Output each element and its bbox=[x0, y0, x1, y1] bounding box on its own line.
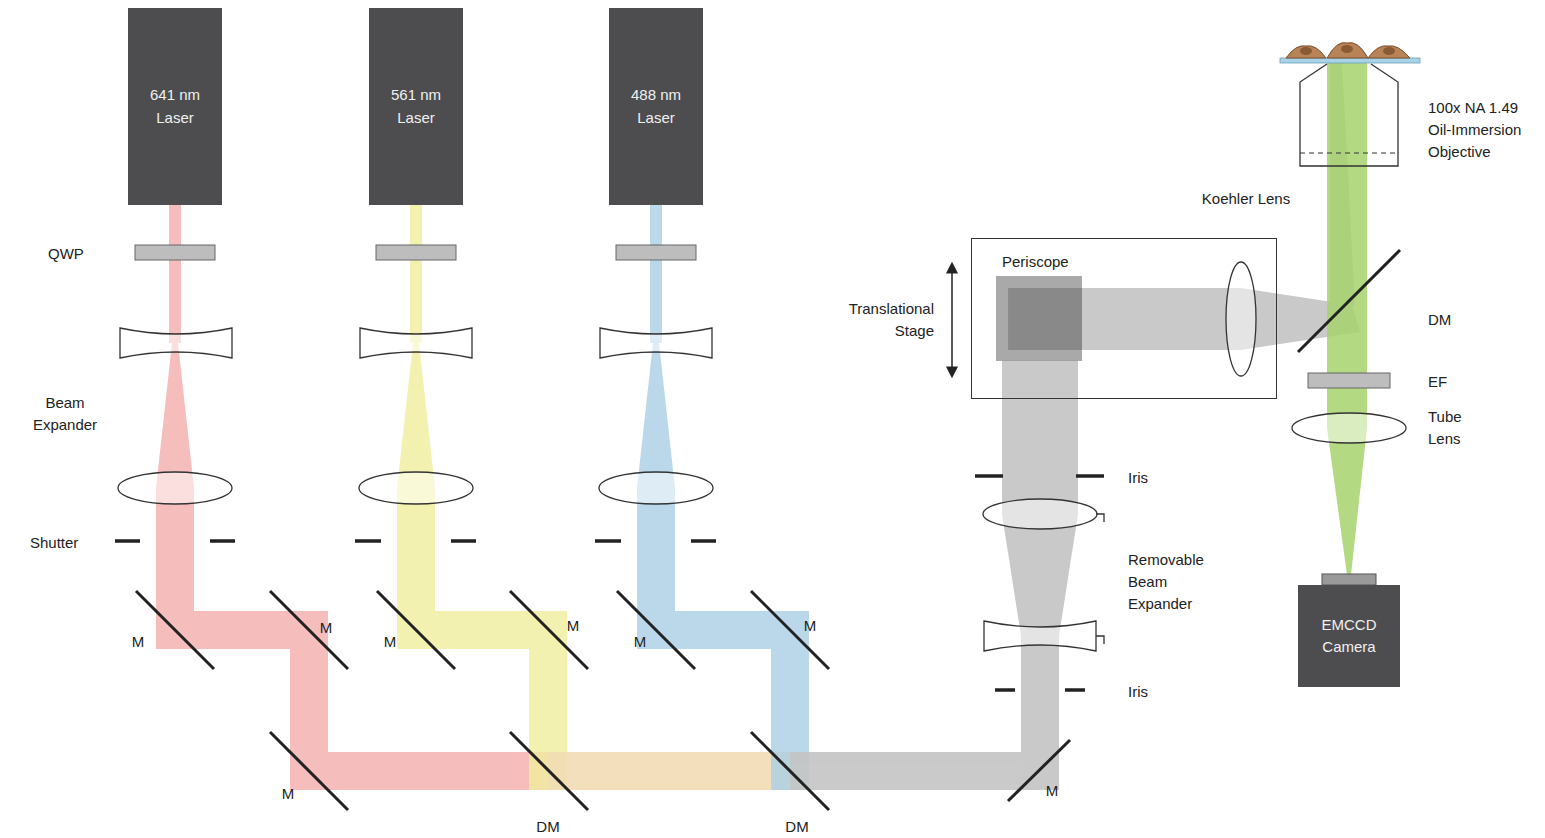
mirror-label: M bbox=[123, 631, 153, 653]
back-focal-plane bbox=[1300, 153, 1398, 154]
mirror bbox=[136, 250, 1400, 810]
device-label: 488 nm Laser bbox=[624, 84, 688, 129]
periscope-block bbox=[996, 276, 1082, 361]
dichroic-label: DM bbox=[528, 816, 568, 838]
laser-box: 488 nm Laser bbox=[609, 8, 703, 205]
coverslip bbox=[1280, 58, 1420, 63]
device-label: EMCCD Camera bbox=[1317, 614, 1381, 659]
component-label: Shutter bbox=[30, 532, 100, 554]
mirror-label: M bbox=[375, 631, 405, 653]
concave-lens bbox=[120, 328, 1096, 651]
component-label: Beam Expander bbox=[25, 392, 105, 436]
camera-box: EMCCD Camera bbox=[1298, 585, 1400, 687]
component-label: Tube Lens bbox=[1428, 406, 1498, 450]
component-label: EF bbox=[1428, 371, 1478, 393]
part-label: Periscope bbox=[1002, 251, 1276, 274]
grey-beam bbox=[790, 62, 1360, 790]
laser-box: 561 nm Laser bbox=[369, 8, 463, 205]
component-label: Iris bbox=[1128, 467, 1178, 489]
dichroic-label: DM bbox=[777, 816, 817, 838]
quarter-wave-plate bbox=[135, 245, 696, 260]
component-label: 100x NA 1.49 Oil-Immersion Objective bbox=[1428, 97, 1540, 162]
component-label: Removable Beam Expander bbox=[1128, 549, 1228, 614]
cells bbox=[1286, 43, 1410, 58]
component-label: QWP bbox=[48, 243, 108, 265]
emission-filter bbox=[1308, 373, 1390, 388]
device-label: 561 nm Laser bbox=[384, 84, 448, 129]
convex-lens bbox=[118, 262, 1406, 529]
mirror-label: M bbox=[795, 615, 825, 637]
device-label: 641 nm Laser bbox=[143, 84, 207, 129]
mirror-label: M bbox=[273, 783, 303, 805]
objective-body bbox=[1300, 64, 1398, 166]
translation-stage-box: Periscope bbox=[971, 238, 1277, 399]
mirror-label: M bbox=[625, 631, 655, 653]
lens-mount-tab bbox=[1096, 514, 1104, 644]
component-label: Iris bbox=[1128, 681, 1178, 703]
component-label: Koehler Lens bbox=[1192, 188, 1300, 210]
mirror-label: M bbox=[1037, 780, 1067, 802]
periscope-mirror bbox=[1008, 288, 1082, 350]
camera-window bbox=[1322, 574, 1376, 585]
laser-box: 641 nm Laser bbox=[128, 8, 222, 205]
combined-beam bbox=[548, 752, 790, 790]
aperture bbox=[115, 476, 1104, 690]
mirror-label: M bbox=[311, 617, 341, 639]
translation-arrow bbox=[951, 264, 953, 376]
component-label: Translational Stage bbox=[826, 298, 934, 342]
mirror-label: M bbox=[558, 615, 588, 637]
dichroic-label: DM bbox=[1428, 309, 1478, 331]
